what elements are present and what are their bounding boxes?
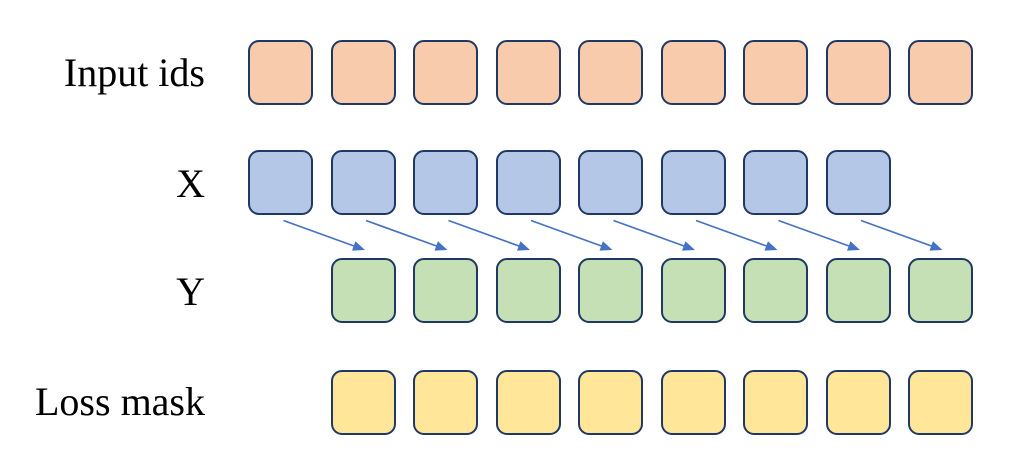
x-token-1	[248, 150, 313, 215]
input-ids-token-9	[908, 40, 973, 105]
y-token-7	[825, 258, 891, 323]
shift-arrow-head-2	[434, 241, 448, 251]
input-ids-token-8	[825, 40, 891, 105]
shift-arrow-line-1	[283, 219, 355, 248]
y-token-4	[578, 258, 643, 323]
x-token-5	[578, 150, 643, 215]
shift-arrow-head-8	[929, 241, 943, 251]
x-token-6	[660, 150, 726, 215]
shift-arrow-line-7	[778, 219, 850, 248]
shift-arrow-line-8	[860, 219, 933, 248]
loss-mask-token-4	[578, 370, 643, 435]
input-ids-token-4	[495, 40, 561, 105]
x-token-3	[413, 150, 478, 215]
x-token-7	[743, 150, 808, 215]
shift-arrow-head-6	[764, 241, 778, 251]
input-ids-token-6	[660, 40, 726, 105]
shift-arrow-head-5	[682, 241, 695, 251]
shift-arrow-line-3	[448, 219, 520, 248]
loss-mask-token-3	[495, 370, 561, 435]
loss-mask-token-2	[413, 370, 478, 435]
loss-mask-token-8	[908, 370, 973, 435]
shift-arrow-head-4	[599, 241, 613, 251]
input-ids-token-3	[413, 40, 478, 105]
y-token-5	[660, 258, 726, 323]
row-label-x: X	[176, 161, 205, 206]
shift-arrow-head-1	[352, 241, 365, 251]
loss-mask-token-1	[330, 370, 396, 435]
x-token-2	[330, 150, 396, 215]
input-ids-token-1	[248, 40, 313, 105]
y-token-8	[908, 258, 973, 323]
y-token-1	[330, 258, 396, 323]
shift-arrow-line-2	[365, 219, 438, 248]
x-token-4	[495, 150, 561, 215]
row-label-y: Y	[176, 269, 205, 314]
shift-arrow-line-6	[695, 219, 768, 248]
shift-arrow-line-5	[613, 219, 685, 248]
input-ids-token-5	[578, 40, 643, 105]
x-token-8	[825, 150, 891, 215]
y-token-6	[743, 258, 808, 323]
row-label-input-ids: Input ids	[63, 50, 205, 95]
shift-arrow-head-3	[517, 241, 530, 251]
y-token-2	[413, 258, 478, 323]
loss-mask-token-6	[743, 370, 808, 435]
shift-arrow-line-4	[530, 219, 603, 248]
y-token-3	[495, 258, 561, 323]
shift-arrow-head-7	[847, 241, 860, 251]
row-label-loss-mask: Loss mask	[35, 379, 205, 424]
loss-mask-token-5	[660, 370, 726, 435]
loss-mask-token-7	[825, 370, 891, 435]
input-ids-token-7	[743, 40, 808, 105]
input-ids-token-2	[330, 40, 396, 105]
